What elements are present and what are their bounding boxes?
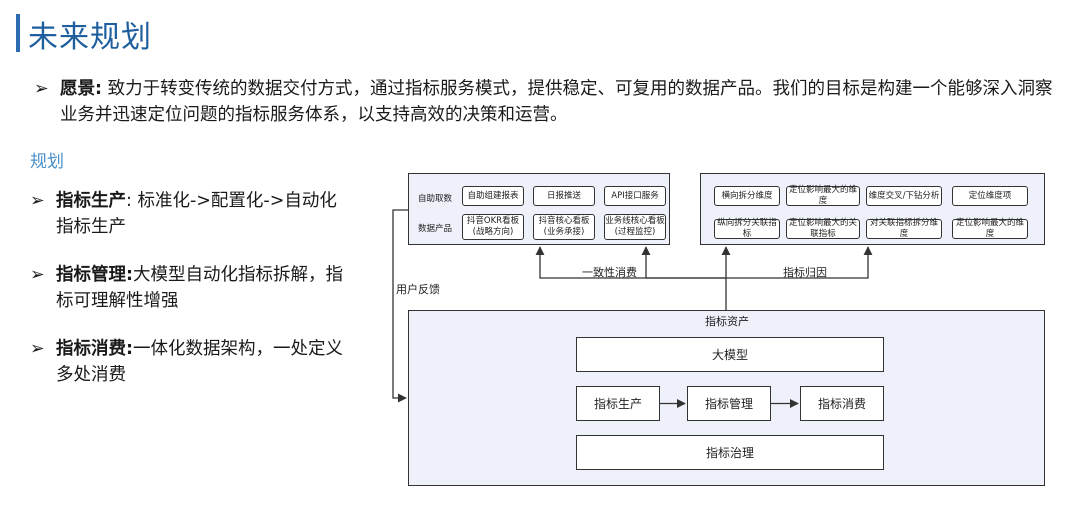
cell-core-board: 抖音核心看板(业务承接): [533, 214, 595, 240]
consistency-label: 一致性消费: [582, 266, 637, 279]
left-row2-label: 数据产品: [418, 224, 453, 234]
plan-item-consumption: ➢ 指标消费:一体化数据架构，一处定义多处消费: [30, 336, 350, 388]
bullet-arrow-icon: ➢: [34, 79, 49, 99]
cell-api-service: API接口服务: [604, 186, 666, 206]
cell-bizline-board: 业务线核心看板(过程监控): [604, 214, 666, 240]
cell-max-dimension-2: 定位影响最大的维度: [952, 218, 1028, 239]
cell-daily-push: 日报推送: [533, 186, 595, 206]
assets-label: 指标资产: [705, 315, 749, 328]
cell-max-related: 定位影响最大的关联指标: [786, 218, 860, 239]
plan-item-label: 指标消费:: [56, 339, 133, 359]
attribution-label: 指标归因: [783, 266, 827, 279]
cell-locate-item: 定位维度项: [952, 186, 1028, 206]
plan-item-label: 指标管理:: [56, 265, 133, 285]
cell-line: 业务线核心看板: [605, 216, 665, 226]
cell-drilldown: 维度交叉/下钻分析: [866, 186, 942, 206]
cell-line: (过程监控): [614, 227, 656, 237]
cell-line: (业务承接): [543, 227, 585, 237]
vision-paragraph: ➢ 愿景: 致力于转变传统的数据交付方式，通过指标服务模式，提供稳定、可复用的数…: [34, 76, 1064, 128]
plan-item-text: : 标准化->配置化->自动化 指标生产: [56, 191, 337, 237]
production-box: 指标生产: [576, 386, 660, 421]
plan-item-management: ➢ 指标管理:大模型自动化指标拆解，指标可理解性增强: [30, 262, 350, 314]
cell-vertical-split: 纵向拆分关联指标: [714, 218, 780, 239]
cell-line: 抖音OKR看板: [466, 216, 520, 226]
cell-line: 抖音核心看板: [538, 216, 590, 226]
cell-line: (战略方向): [472, 227, 514, 237]
plan-item-production: ➢ 指标生产: 标准化->配置化->自动化 指标生产: [30, 188, 350, 240]
cell-max-dimension: 定位影响最大的维度: [786, 185, 860, 206]
page-title: 未来规划: [28, 20, 152, 55]
title-accent-bar: [16, 14, 20, 52]
feedback-connector: [392, 209, 408, 403]
vision-label: 愿景:: [60, 79, 102, 99]
governance-box: 指标治理: [576, 435, 884, 470]
left-row1-label: 自助取数: [418, 194, 453, 204]
feedback-label: 用户反馈: [396, 283, 440, 296]
plan-item-label: 指标生产: [56, 191, 126, 211]
plan-heading: 规划: [30, 152, 64, 172]
consumption-box: 指标消费: [800, 386, 884, 421]
plan-item-text: 一体化数据架构，一处定义多处消费: [56, 339, 343, 385]
cell-okr-board: 抖音OKR看板(战略方向): [462, 214, 524, 240]
consistency-connector-2: [641, 246, 726, 279]
vision-text: 致力于转变传统的数据交付方式，通过指标服务模式，提供稳定、可复用的数据产品。我们…: [60, 79, 1053, 125]
management-box: 指标管理: [687, 386, 771, 421]
cell-horizontal-split: 横向拆分维度: [714, 186, 780, 206]
bullet-arrow-icon: ➢: [30, 339, 45, 359]
bullet-arrow-icon: ➢: [30, 265, 45, 285]
plan-item-text: 大模型自动化指标拆解，指标可理解性增强: [56, 265, 343, 311]
cell-related-split: 对关联指标拆分维度: [866, 218, 942, 239]
bullet-arrow-icon: ➢: [30, 191, 45, 211]
llm-box: 大模型: [576, 337, 884, 372]
cell-self-report: 自助组建报表: [462, 186, 524, 206]
